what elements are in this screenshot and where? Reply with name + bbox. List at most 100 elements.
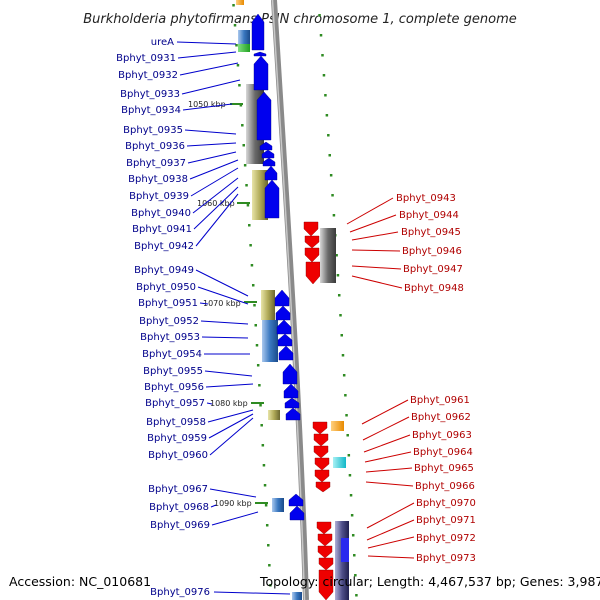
gene-label[interactable]: Bphyt_0973: [416, 553, 476, 564]
tick-dot: [341, 354, 345, 357]
gene-label[interactable]: Bphyt_0932: [118, 70, 178, 81]
gene-label[interactable]: Bphyt_0944: [399, 210, 459, 221]
gene-label[interactable]: Bphyt_0969: [150, 520, 210, 531]
tick-dot: [264, 504, 268, 507]
tick-dot: [269, 584, 272, 587]
forward-gene-arrow: [288, 493, 304, 507]
tick-dot: [342, 374, 346, 377]
forward-gene-arrow: [277, 333, 293, 347]
gene-label[interactable]: Bphyt_0965: [414, 463, 474, 474]
tick-dot: [256, 364, 260, 367]
gene-label[interactable]: Bphyt_0933: [120, 89, 180, 100]
tick-dot: [353, 554, 356, 557]
forward-gene-arrow: [275, 305, 291, 321]
reverse-gene-arrow: [313, 433, 329, 447]
forward-gene-arrow: [264, 165, 278, 181]
gene-label[interactable]: Bphyt_0954: [142, 349, 202, 360]
gene-label[interactable]: Bphyt_0939: [129, 191, 189, 202]
gene-label[interactable]: Bphyt_0956: [144, 382, 204, 393]
tick-dot: [251, 284, 255, 287]
feature-block: [238, 44, 250, 52]
tick-dot: [259, 404, 262, 407]
forward-gene-arrow: [289, 505, 305, 521]
reverse-gene-arrow: [317, 533, 333, 547]
tick-dot: [248, 224, 251, 227]
gene-label[interactable]: Bphyt_0949: [134, 265, 194, 276]
tick-dot: [336, 274, 340, 277]
gene-label[interactable]: Bphyt_0968: [149, 502, 209, 513]
feature-block: [331, 421, 344, 431]
feature-block: [268, 410, 280, 420]
tick-dot: [238, 84, 241, 87]
tick-dot: [265, 524, 269, 527]
forward-gene-arrow: [251, 13, 265, 51]
tick-dot: [232, 4, 235, 7]
gene-label[interactable]: Bphyt_0957: [145, 398, 205, 409]
gene-label[interactable]: Bphyt_0937: [126, 158, 186, 169]
leader-lines-right: [346, 197, 415, 559]
accession-text: Accession: NC_010681: [9, 574, 151, 589]
gene-label[interactable]: Bphyt_0934: [121, 105, 181, 116]
gene-label[interactable]: Bphyt_0936: [125, 141, 185, 152]
tick-dot: [349, 494, 353, 497]
tick-dot: [268, 564, 271, 567]
kbp-label: 1050 kbp: [188, 100, 226, 109]
gene-label[interactable]: Bphyt_0960: [148, 450, 208, 461]
gene-label[interactable]: Bphyt_0945: [401, 227, 461, 238]
gene-labels-right: Bphyt_0943 Bphyt_0944 Bphyt_0945 Bphyt_0…: [396, 193, 476, 564]
kbp-label: 1080 kbp: [210, 399, 248, 408]
gene-label[interactable]: Bphyt_0938: [128, 174, 188, 185]
gene-label[interactable]: Bphyt_0972: [416, 533, 476, 544]
gene-label[interactable]: Bphyt_0942: [134, 241, 194, 252]
gene-label[interactable]: Bphyt_0953: [140, 332, 200, 343]
kbp-label: 1070 kbp: [203, 299, 241, 308]
gene-label[interactable]: Bphyt_0948: [404, 283, 464, 294]
gene-label[interactable]: Bphyt_0971: [416, 515, 476, 526]
gene-label[interactable]: Bphyt_0976: [150, 587, 210, 598]
gene-label[interactable]: Bphyt_0935: [123, 125, 183, 136]
gene-label[interactable]: Bphyt_0970: [416, 498, 476, 509]
forward-gene-arrow: [261, 149, 275, 159]
gene-label[interactable]: Bphyt_0951: [138, 298, 198, 309]
tick-dot: [347, 454, 351, 457]
forward-gene-arrow: [283, 383, 299, 399]
gene-label[interactable]: Bphyt_0941: [132, 224, 192, 235]
reverse-gene-arrow: [304, 235, 320, 249]
gene-label[interactable]: Bphyt_0950: [136, 282, 196, 293]
tick-dot: [239, 104, 243, 107]
reverse-gene-arrow: [305, 261, 321, 285]
tick-dot: [346, 434, 349, 437]
tick-dot: [263, 484, 267, 487]
gene-label[interactable]: Bphyt_0955: [143, 366, 203, 377]
gene-label[interactable]: Bphyt_0959: [147, 433, 207, 444]
feature-block: [252, 170, 268, 220]
gene-label[interactable]: Bphyt_0964: [413, 447, 473, 458]
tick-dot: [322, 74, 326, 77]
gene-label[interactable]: Bphyt_0958: [146, 417, 206, 428]
tick-dot: [243, 164, 247, 167]
gene-label[interactable]: Bphyt_0963: [412, 430, 472, 441]
gene-label[interactable]: Bphyt_0931: [116, 53, 176, 64]
gene-label[interactable]: Bphyt_0947: [403, 264, 463, 275]
tick-dot: [331, 194, 334, 197]
gene-label[interactable]: Bphyt_0966: [415, 481, 475, 492]
reverse-gene-arrow: [316, 521, 332, 535]
gene-label[interactable]: Bphyt_0962: [411, 412, 471, 423]
gene-label[interactable]: Bphyt_0943: [396, 193, 456, 204]
tick-dot: [345, 414, 348, 417]
gene-label[interactable]: Bphyt_0967: [148, 484, 208, 495]
reverse-gene-arrow: [312, 421, 328, 435]
feature-block: [261, 290, 275, 320]
gene-label[interactable]: Bphyt_0961: [410, 395, 470, 406]
feature-block: [341, 538, 349, 562]
gene-label[interactable]: Bphyt_0952: [139, 316, 199, 327]
tick-dot: [344, 394, 347, 397]
reverse-gene-arrow: [303, 221, 319, 237]
gene-label[interactable]: ureA: [151, 37, 174, 48]
reverse-gene-arrow: [314, 457, 330, 471]
gene-label[interactable]: Bphyt_0940: [131, 208, 191, 219]
forward-gene-arrow: [276, 319, 292, 335]
tick-dot: [241, 124, 244, 127]
gene-label[interactable]: Bphyt_0946: [402, 246, 462, 257]
